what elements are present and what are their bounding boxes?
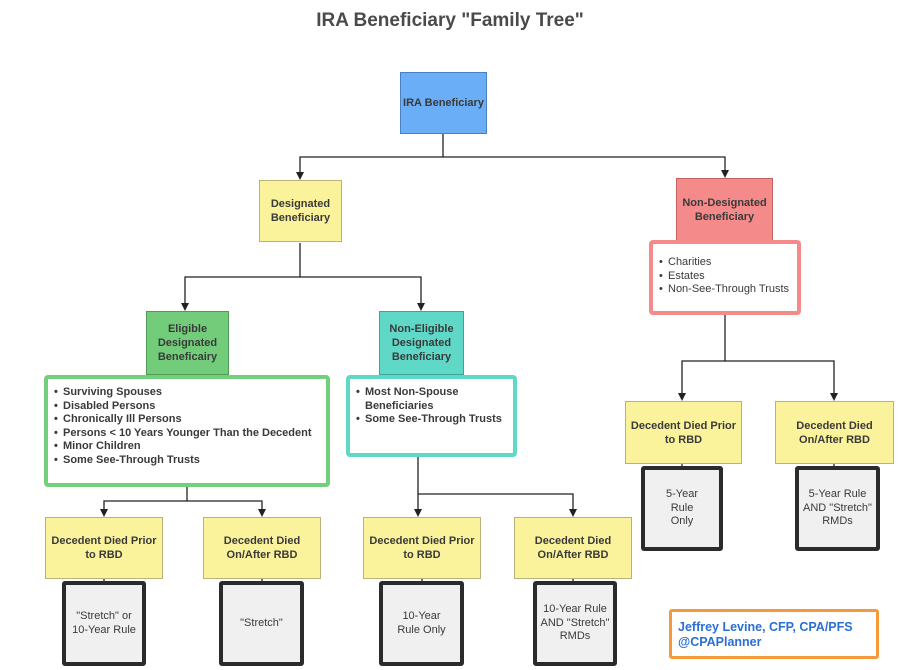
- list-non-designated-beneficiaries: Charities Estates Non-See-Through Trusts: [649, 240, 801, 315]
- connector-non-designated: [678, 315, 726, 401]
- list-item: Surviving Spouses: [54, 386, 320, 400]
- outcome-nd-after: 5-Year Rule AND "Stretch" RMDs: [795, 466, 880, 551]
- list-item: Chronically Ill Persons: [54, 413, 320, 427]
- node-non-eligible-designated-beneficiary: Non-Eligible Designated Beneficiary: [379, 311, 464, 375]
- connector-non-eligible-right: [418, 493, 577, 517]
- list-eligible-beneficiaries: Surviving Spouses Disabled Persons Chron…: [44, 375, 330, 487]
- connector-root-right: [443, 156, 729, 178]
- list-item: Most Non-Spouse Beneficiaries: [356, 386, 507, 413]
- diagram-title: IRA Beneficiary "Family Tree": [316, 10, 584, 31]
- eligible-list: Surviving Spouses Disabled Persons Chron…: [54, 386, 320, 468]
- list-item: Some See-Through Trusts: [356, 413, 507, 427]
- outcome-nd-prior: 5-Year Rule Only: [641, 466, 723, 551]
- list-item: Disabled Persons: [54, 400, 320, 414]
- connector-designated-right: [300, 276, 425, 311]
- connector-eligible-right: [187, 500, 266, 517]
- list-non-eligible-beneficiaries: Most Non-Spouse Beneficiaries Some See-T…: [346, 375, 517, 457]
- list-item: Charities: [659, 256, 791, 270]
- non-designated-list: Charities Estates Non-See-Through Trusts: [659, 256, 791, 297]
- outcome-edb-after: "Stretch": [219, 581, 304, 666]
- node-nd-after-rbd: Decedent Died On/After RBD: [775, 401, 894, 464]
- list-item: Minor Children: [54, 440, 320, 454]
- author-handle: @CPAPlanner: [678, 635, 762, 649]
- list-item: Estates: [659, 270, 791, 284]
- connector-eligible: [100, 487, 188, 517]
- outcome-nedb-prior: 10-Year Rule Only: [379, 581, 464, 666]
- node-eligible-designated-beneficiary: Eligible Designated Beneficairy: [146, 311, 229, 375]
- node-nd-prior-rbd: Decedent Died Prior to RBD: [625, 401, 742, 464]
- connector-root: [296, 134, 444, 180]
- list-item: Persons < 10 Years Younger Than the Dece…: [54, 427, 320, 441]
- outcome-nedb-after: 10-Year Rule AND "Stretch" RMDs: [533, 581, 617, 666]
- list-item: Non-See-Through Trusts: [659, 283, 791, 297]
- outcome-edb-prior: "Stretch" or 10-Year Rule: [62, 581, 146, 666]
- node-edb-prior-rbd: Decedent Died Prior to RBD: [45, 517, 163, 579]
- node-ira-beneficiary: IRA Beneficiary: [400, 72, 487, 134]
- connector-designated: [181, 243, 301, 311]
- author-credit: Jeffrey Levine, CFP, CPA/PFS @CPAPlanner: [669, 609, 879, 659]
- node-edb-after-rbd: Decedent Died On/After RBD: [203, 517, 321, 579]
- node-nedb-prior-rbd: Decedent Died Prior to RBD: [363, 517, 481, 579]
- connector-non-designated-right: [725, 360, 838, 401]
- node-nedb-after-rbd: Decedent Died On/After RBD: [514, 517, 632, 579]
- node-designated-beneficiary: Designated Beneficiary: [259, 180, 342, 242]
- list-item: Some See-Through Trusts: [54, 454, 320, 468]
- non-eligible-list: Most Non-Spouse Beneficiaries Some See-T…: [356, 386, 507, 427]
- author-name: Jeffrey Levine, CFP, CPA/PFS: [678, 620, 853, 634]
- node-non-designated-beneficiary: Non-Designated Beneficiary: [676, 178, 773, 242]
